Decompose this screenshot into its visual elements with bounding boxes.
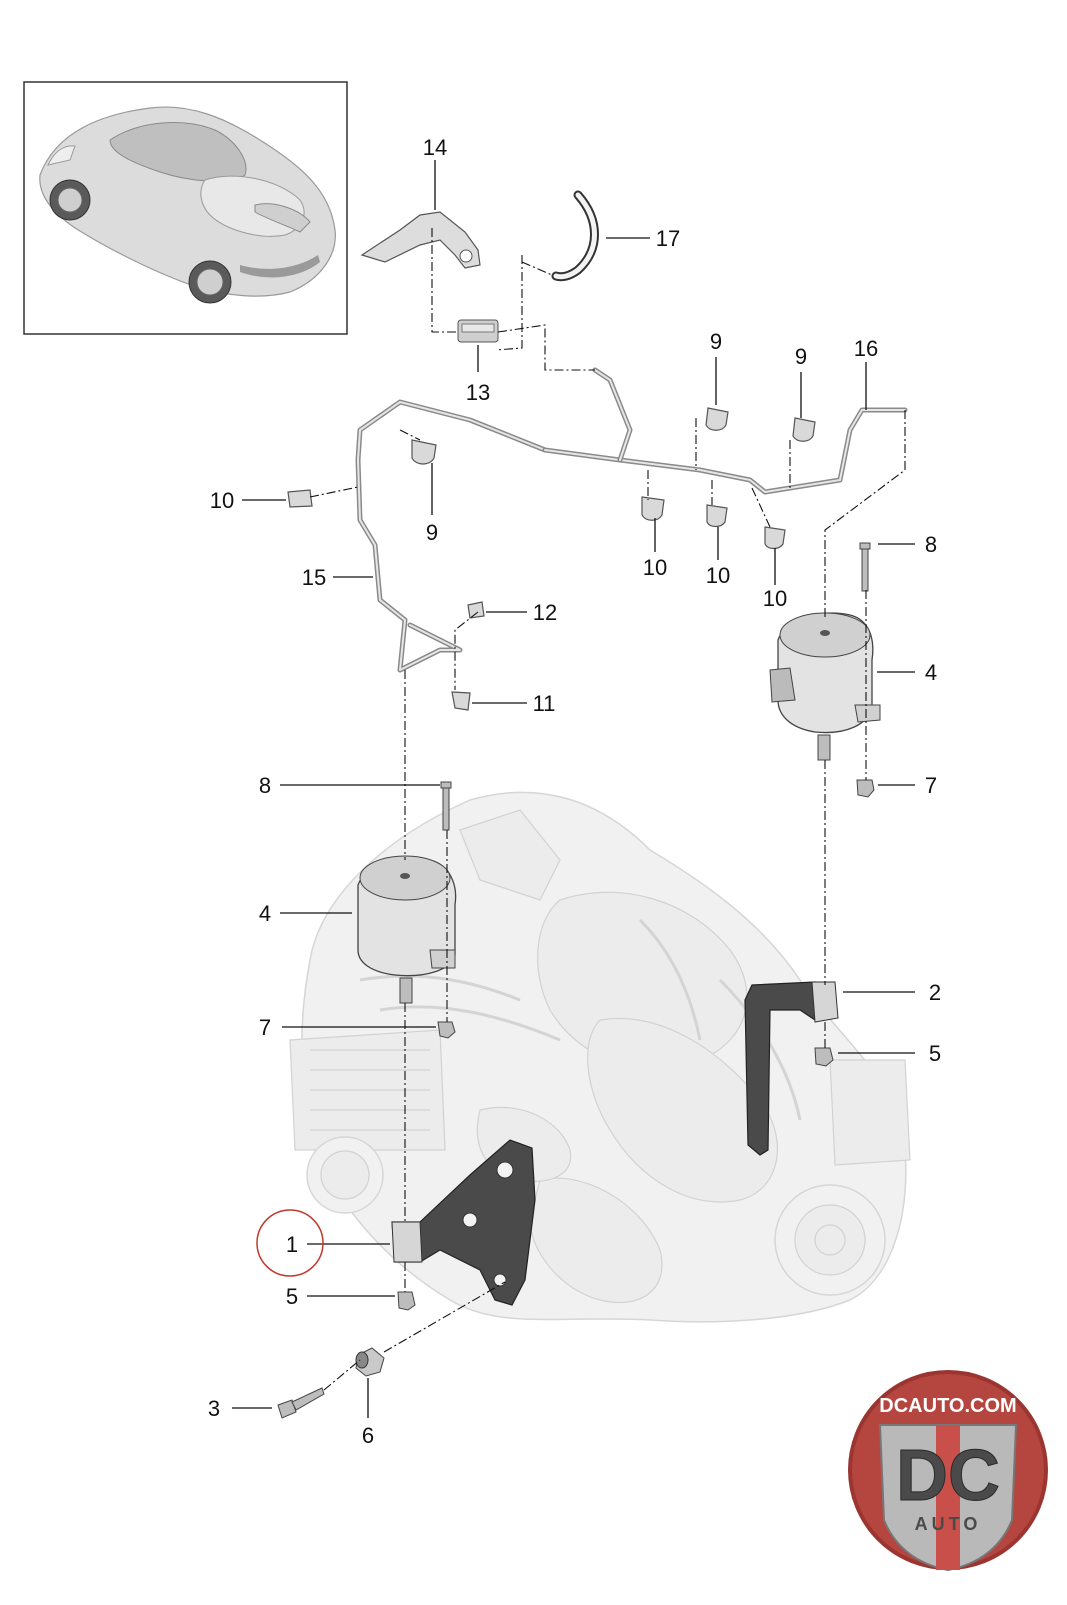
highlight-ring (256, 1209, 324, 1277)
bushing-6 (355, 1347, 385, 1377)
bracket-14 (360, 211, 481, 269)
callout-3: 3 (208, 1396, 220, 1421)
callout-6: 6 (362, 1423, 374, 1448)
callout-8: 8 (925, 532, 937, 557)
hose-17 (551, 190, 599, 282)
callout-1: 1 (286, 1232, 298, 1257)
clamp-9-a (705, 407, 729, 431)
callout-9: 9 (795, 344, 807, 369)
callout-4: 4 (259, 901, 271, 926)
bracket-1 (391, 1139, 536, 1306)
callout-10: 10 (763, 586, 787, 611)
clamp-10-b (641, 496, 665, 521)
clamp-10-d (764, 526, 786, 550)
engine-mount-lower-left (357, 855, 457, 1004)
bolt-3 (277, 1387, 325, 1419)
assembly-lines (309, 228, 906, 1391)
callout-7: 7 (259, 1015, 271, 1040)
vent-line-16 (542, 367, 908, 495)
callout-7: 7 (925, 773, 937, 798)
callout-15: 15 (302, 565, 326, 590)
valve-13 (457, 319, 499, 343)
nut-5-right (814, 1047, 834, 1067)
clip-11 (451, 691, 471, 711)
callout-labels: 14 17 13 9 9 16 10 9 10 10 10 8 15 12 4 … (208, 135, 941, 1448)
clamp-10-a (287, 489, 313, 508)
callout-10: 10 (210, 488, 234, 513)
nut-5-left (397, 1291, 416, 1311)
clamp-9-c (411, 439, 437, 465)
callout-4: 4 (925, 660, 937, 685)
leader-lines (232, 160, 915, 1418)
callout-10: 10 (643, 555, 667, 580)
vent-line-15 (355, 399, 548, 673)
callout-8: 8 (259, 773, 271, 798)
callout-9: 9 (710, 329, 722, 354)
car-thumbnail (23, 81, 348, 335)
callout-11: 11 (533, 691, 556, 716)
clip-12 (467, 601, 485, 619)
engine-mount-upper-right (769, 612, 881, 761)
logo-bottom-text: AUTO (915, 1514, 982, 1534)
bolt-8-lower (440, 781, 452, 831)
clamp-9-b (792, 417, 816, 442)
callout-12: 12 (533, 600, 557, 625)
callout-10: 10 (706, 563, 730, 588)
nut-7-upper (856, 779, 875, 798)
callout-2: 2 (929, 980, 941, 1005)
clamp-10-c (706, 504, 728, 528)
callout-5: 5 (286, 1284, 298, 1309)
bracket-2 (744, 981, 839, 1156)
logo-monogram: DC (896, 1436, 1000, 1516)
callout-14: 14 (423, 135, 447, 160)
callout-9: 9 (426, 520, 438, 545)
callout-5: 5 (929, 1041, 941, 1066)
nut-7-lower (437, 1021, 456, 1039)
callout-17: 17 (656, 226, 680, 251)
logo-top-text: DCAUTO.COM (879, 1395, 1016, 1417)
bolt-8-upper (859, 542, 871, 592)
dcauto-logo: DCAUTO.COM DC AUTO (848, 1370, 1048, 1572)
callout-13: 13 (466, 380, 490, 405)
callout-16: 16 (854, 336, 878, 361)
